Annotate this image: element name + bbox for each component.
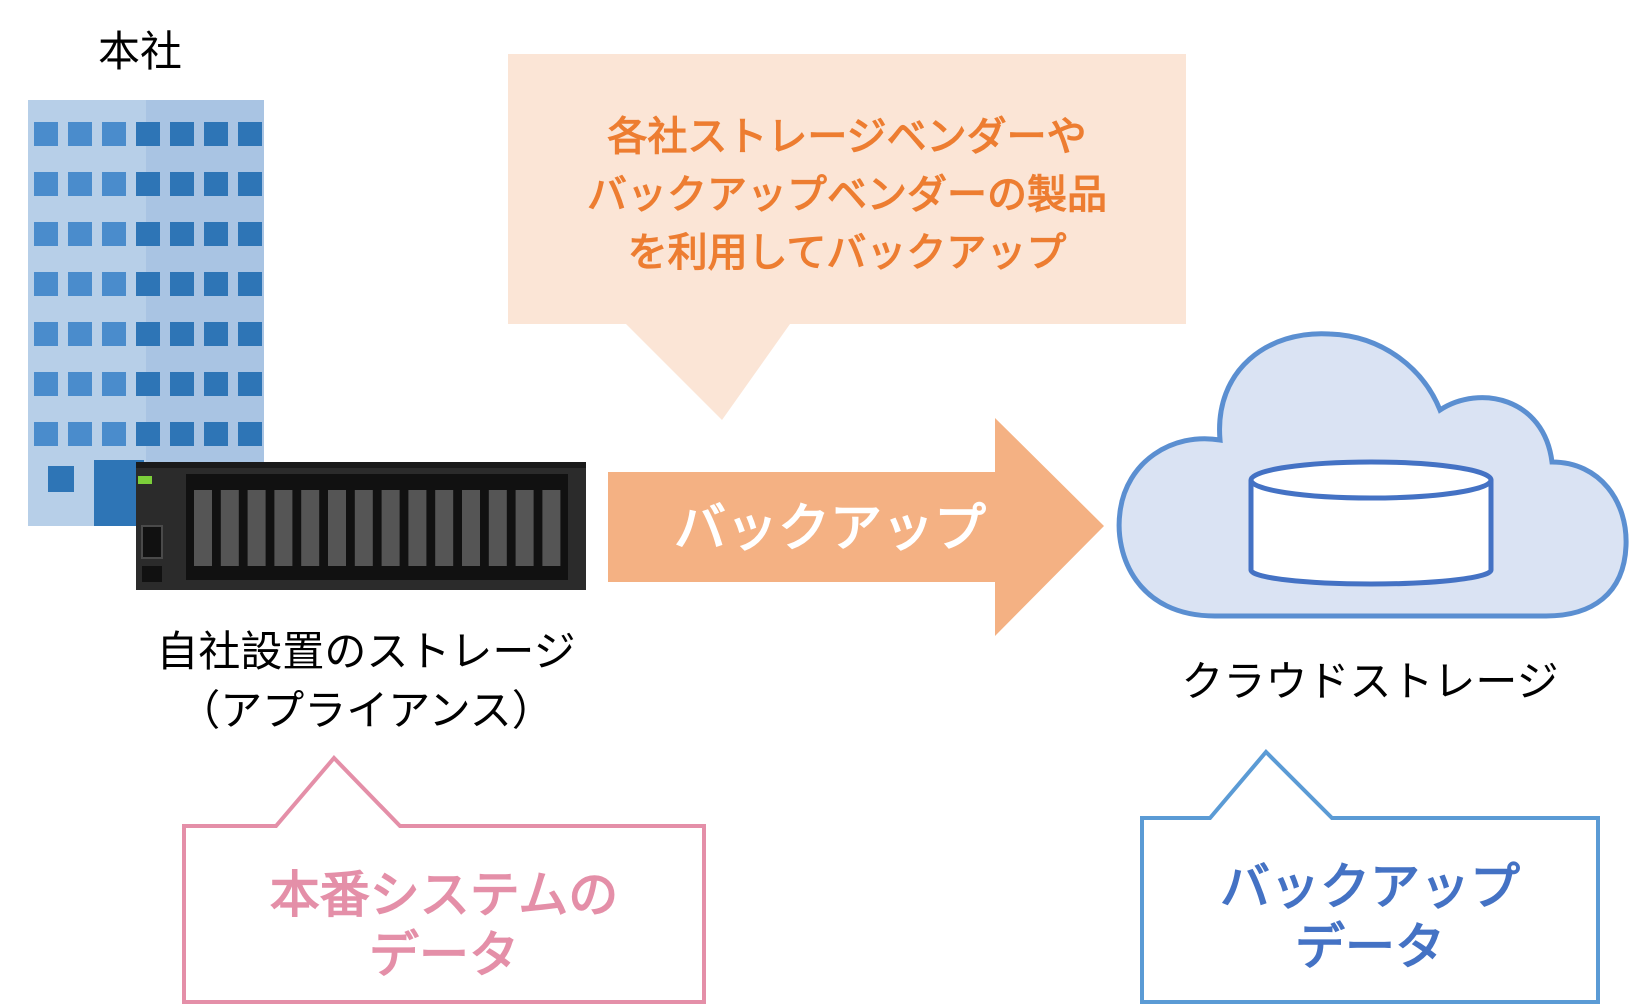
drive-bay [301, 490, 320, 566]
drive-bay [354, 490, 373, 566]
building-window [170, 172, 194, 196]
building-window [136, 372, 160, 396]
building-window [102, 322, 126, 346]
database-icon [1248, 459, 1494, 587]
vendor-callout-line1: 各社ストレージベンダーや [607, 114, 1086, 160]
building-window [68, 322, 92, 346]
cloud-storage-icon [1116, 331, 1629, 619]
backup-data-callout: バックアップ データ [1140, 749, 1600, 1004]
storage-appliance-icon [136, 462, 586, 590]
building-window [170, 122, 194, 146]
backup-data-line2: データ [1295, 918, 1445, 976]
building-window [68, 272, 92, 296]
drive-bay [194, 490, 212, 566]
vendor-callout: 各社ストレージベンダーや バックアップベンダーの製品 を利用してバックアップ [508, 54, 1186, 420]
building-window [170, 322, 194, 346]
building-window [34, 172, 58, 196]
building-window [238, 122, 262, 146]
backup-data-line1: バックアップ [1220, 858, 1520, 916]
drive-bay [542, 490, 561, 566]
building-window [68, 222, 92, 246]
building-window [204, 422, 228, 446]
building-window [238, 172, 262, 196]
building-window [34, 222, 58, 246]
building-window [170, 372, 194, 396]
building-window [204, 172, 228, 196]
building-window [204, 122, 228, 146]
building-window [68, 172, 92, 196]
drive-bay [381, 490, 400, 566]
hq-label: 本社 [98, 27, 182, 76]
building-window [102, 422, 126, 446]
building-window [136, 422, 160, 446]
building-window [204, 322, 228, 346]
building-window [238, 422, 262, 446]
building-window [34, 122, 58, 146]
drive-bay [435, 490, 454, 566]
building-window [204, 272, 228, 296]
building-window [102, 122, 126, 146]
backup-arrow: バックアップ [608, 418, 1104, 636]
building-window [204, 222, 228, 246]
drive-bay [220, 490, 239, 566]
building-window [136, 322, 160, 346]
production-data-line2: データ [369, 926, 519, 984]
drive-bay [515, 490, 534, 566]
building-window [238, 322, 262, 346]
office-building-icon [28, 100, 264, 526]
building-window [136, 172, 160, 196]
onprem-storage-label-line1: 自社設置のストレージ [156, 627, 575, 676]
building-window [238, 272, 262, 296]
production-data-line1: 本番システムの [270, 866, 619, 924]
building-window [102, 172, 126, 196]
building-window [136, 272, 160, 296]
onprem-storage-label-line2: （アプライアンス） [178, 686, 553, 735]
drive-bay [274, 490, 293, 566]
building-window [102, 222, 126, 246]
drive-bay [328, 490, 346, 566]
building-window [68, 122, 92, 146]
building-window [136, 122, 160, 146]
vendor-callout-line3: を利用してバックアップ [628, 230, 1067, 276]
building-window [102, 272, 126, 296]
building-window [170, 272, 194, 296]
building-window [34, 272, 58, 296]
vendor-callout-line2: バックアップベンダーの製品 [587, 172, 1107, 218]
building-window [136, 222, 160, 246]
building-window [238, 222, 262, 246]
drive-bay [408, 490, 427, 566]
building-window [170, 422, 194, 446]
building-window [238, 372, 262, 396]
building-window [34, 372, 58, 396]
drive-bay [462, 490, 480, 566]
building-window [34, 422, 58, 446]
building-window [102, 372, 126, 396]
building-window [68, 372, 92, 396]
backup-arrow-label: バックアップ [674, 499, 986, 559]
drive-bay [488, 490, 507, 566]
drive-bay [247, 490, 266, 566]
building-window [204, 372, 228, 396]
building-window [68, 422, 92, 446]
building-window [34, 322, 58, 346]
cloud-storage-label: クラウドストレージ [1181, 657, 1558, 706]
building-window [170, 222, 194, 246]
production-data-callout: 本番システムの データ [182, 755, 706, 1004]
